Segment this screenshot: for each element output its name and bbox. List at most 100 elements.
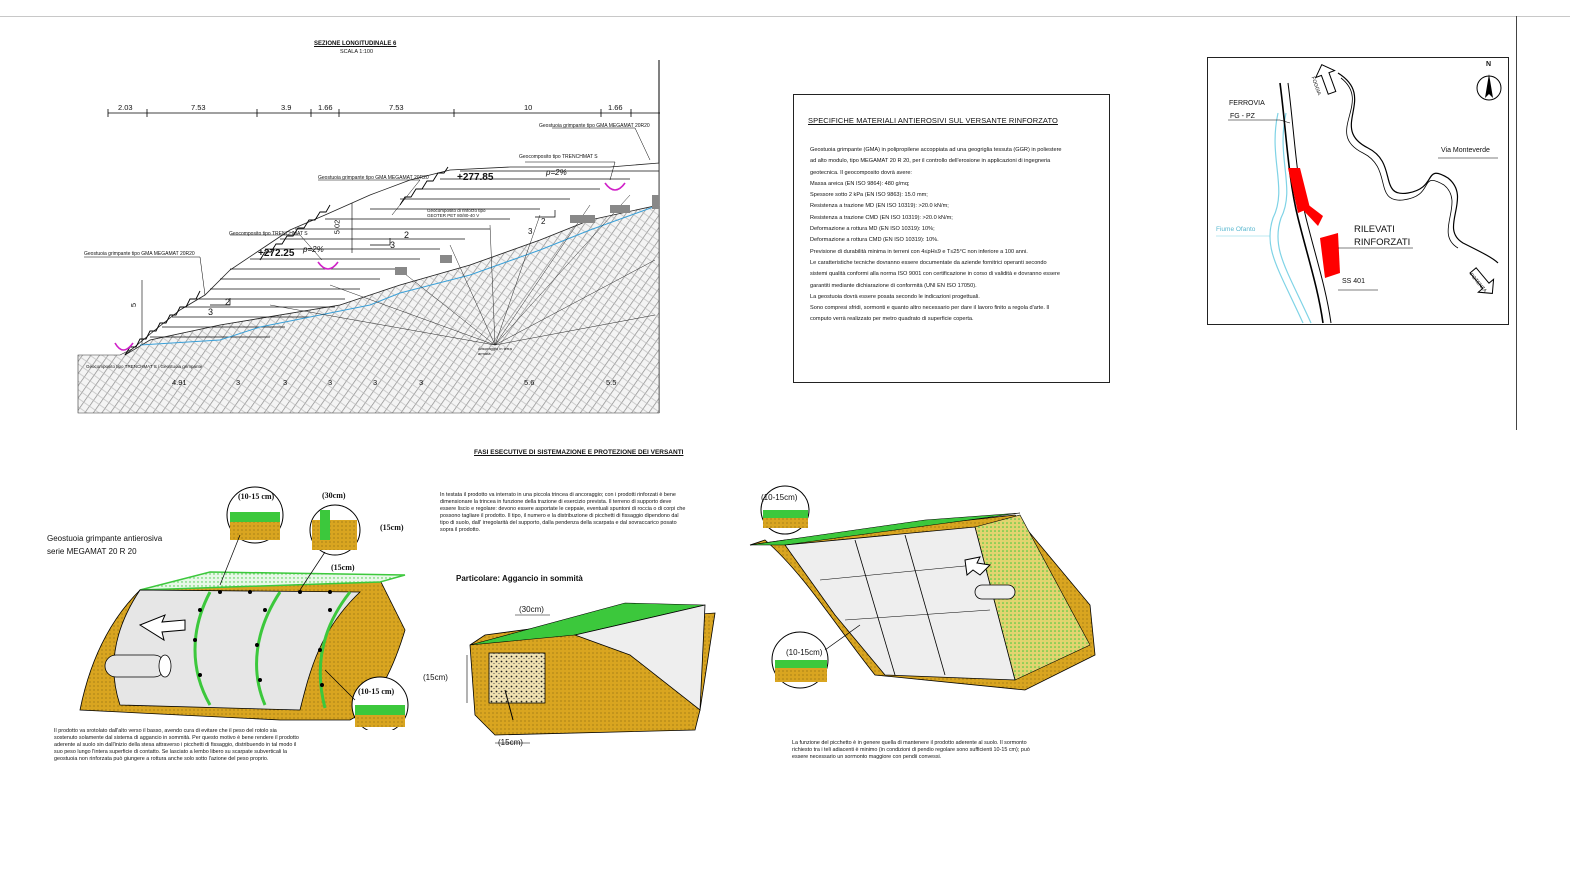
ratio-label: 3	[390, 240, 396, 250]
spec-line: ad alto modulo, tipo MEGAMAT 20 R 20, pe…	[810, 158, 1051, 165]
fig1-dim-2: (30cm)	[322, 491, 346, 500]
figure-overlap	[749, 485, 1096, 691]
top-dim-5: 7.53	[389, 103, 404, 112]
caption-line: geostuoia non rinforzata può giungere a …	[54, 756, 269, 763]
top-dim-1: 2.03	[118, 103, 133, 112]
location-map: FERROVIA FG - PZ FOGGIA Via Monteverde F…	[1207, 57, 1509, 325]
ratio-label: 2	[225, 297, 231, 307]
caption-line: essere necessario un sormonto maggiore c…	[792, 754, 942, 761]
callout-trenchmat-mid: Geocomposito tipo TRENCHMAT S	[229, 231, 308, 237]
spec-text: Geostuoia grimpante (GMA) in polipropile…	[810, 145, 1100, 326]
map-label-via: Via Monteverde	[1441, 147, 1490, 154]
callout-gma-top: Geostuoia grimpante tipo GMA MEGAMAT 20R…	[539, 123, 650, 129]
callout-trenchmat-top: Geocomposito tipo TRENCHMAT S	[519, 154, 598, 160]
ratio-label: 3	[208, 307, 214, 317]
text-line: dimensionare la trincea in funzione dell…	[440, 499, 672, 506]
top-dim-4: 1.66	[318, 103, 333, 112]
spec-line: La geostuoia dovrà essere posata secondo…	[810, 293, 980, 300]
fig1-caption: Il prodotto va srotolato dall'alto verso…	[54, 728, 354, 763]
section-title: SEZIONE LONGITUDINALE 6	[314, 41, 397, 47]
slope-label-top: p=2%	[546, 168, 567, 177]
text-line: sopra il prodotto.	[440, 527, 481, 534]
callout-drain: Geocomposito di rinforzo tipo GEOTER PET…	[427, 208, 486, 218]
bottom-dim-2: 3	[236, 378, 241, 387]
figure-unrolling	[79, 486, 409, 730]
height-label: 5	[129, 302, 139, 308]
fig2-dim-2: (15cm)	[423, 673, 448, 682]
spec-title: SPECIFICHE MATERIALI ANTIEROSIVI SUL VER…	[808, 116, 1058, 125]
map-label-ferrovia: FERROVIA	[1229, 100, 1265, 107]
bottom-dim-1: 4.91	[172, 378, 187, 387]
top-dim-7: 1.66	[608, 103, 623, 112]
callout-gma-mid: Geostuoia grimpante tipo GMA MEGAMAT 20R…	[318, 175, 429, 181]
spec-line: Previsione di durabilità minima in terre…	[810, 248, 1028, 255]
fig1-dim-5: (10-15 cm)	[358, 687, 395, 696]
callout-anchor: Ancoraggio in terra armata	[478, 346, 512, 356]
section-scale: SCALA 1:100	[340, 49, 374, 55]
spec-line: Resistenza a trazione CMD (EN ISO 10319)…	[810, 214, 953, 221]
ratio-label: 2	[541, 217, 546, 226]
north-label: N	[1486, 61, 1492, 68]
map-label-fiume: Fiume Ofanto	[1216, 226, 1256, 233]
elevation-mid: +272.25	[258, 248, 295, 259]
fig1-dim-4: (15cm)	[331, 563, 355, 572]
fig1-label-1: Geostuoia grimpante antierosiva	[47, 534, 163, 543]
caption-line: Il prodotto va srotolato dall'alto verso…	[54, 728, 277, 734]
spec-line: geotecnica. Il geocomposito dovrà avere:	[810, 169, 912, 176]
elevation-top: +277.85	[457, 172, 494, 183]
callout-base: Geocomposito tipo TRENCHMAT S / Geostuoi…	[86, 364, 203, 369]
bottom-dim-6: 3	[419, 378, 424, 387]
bottom-dim-3: 3	[283, 378, 288, 387]
spec-line: computo verrà realizzato per metro quadr…	[810, 316, 974, 323]
spec-line: Le caratteristiche tecniche dovranno ess…	[810, 259, 1047, 266]
fig2-dim-1: (30cm)	[519, 605, 544, 614]
caption-line: sostenuto solamente dal sistema di aggan…	[54, 735, 299, 742]
ratio-label: 3	[528, 227, 533, 236]
map-drawing	[1216, 63, 1502, 324]
figure-anchor-detail	[466, 602, 716, 744]
text-line: tipo di suolo, dall' irregolarità del su…	[440, 520, 677, 527]
phases-title: FASI ESECUTIVE DI SISTEMAZIONE E PROTEZI…	[474, 449, 684, 456]
map-label-ss: SS 401	[1342, 278, 1365, 285]
spec-line: Massa areica (EN ISO 9864): 480 g/mq;	[810, 180, 910, 187]
spec-line: Sono compresi sfridi, sormonti e quanto …	[810, 305, 1050, 312]
specification-panel: SPECIFICHE MATERIALI ANTIEROSIVI SUL VER…	[793, 94, 1110, 383]
spec-line: Geostuoia grimpante (GMA) in polipropile…	[810, 147, 1062, 153]
spec-line: Resistenza a trazione MD (EN ISO 10319):…	[810, 203, 949, 210]
fig3-dim-1: (10-15cm)	[761, 493, 798, 502]
map-label-rilevati: RILEVATI	[1354, 224, 1395, 235]
caption-line: richiesto tra i teli adiacenti è minimo …	[792, 747, 1030, 754]
fig1-dim-3: (15cm)	[380, 523, 404, 532]
map-label-fg-pz: FG - PZ	[1230, 113, 1255, 120]
map-label-rinforzati: RINFORZATI	[1354, 237, 1411, 248]
fig1-dim-1: (10-15 cm)	[238, 492, 275, 501]
spec-line: Spessore sotto 2 kPa (EN ISO 9863): 15.0…	[810, 192, 928, 199]
bottom-dim-5: 3	[373, 378, 378, 387]
text-line: essere liscio e regolare: devono essere …	[440, 506, 686, 513]
spec-line: garantiti mediante dichiarazione di conf…	[810, 282, 977, 289]
fig2-dim-3: (15cm)	[498, 738, 523, 747]
sheet-border	[1516, 16, 1517, 430]
text-line: possono tagliare il prodotto. Il tipo, i…	[440, 513, 679, 520]
fig3-caption: La funzione del picchetto è in genere qu…	[792, 740, 1092, 761]
caption-line: suo peso lungo l'intera superficie di co…	[54, 749, 287, 756]
top-dim-2: 7.53	[191, 103, 206, 112]
ratio-label: 2	[404, 230, 410, 240]
bottom-dim-8: 5.5	[606, 378, 617, 387]
bottom-dim-7: 5.6	[524, 378, 535, 387]
top-dim-6: 10	[524, 103, 533, 112]
fig2-subtitle: Particolare: Aggancio in sommità	[456, 574, 583, 583]
callout-gma-low: Geostuoia grimpante tipo GMA MEGAMAT 20R…	[84, 251, 195, 257]
caption-line: La funzione del picchetto è in genere qu…	[792, 740, 1027, 746]
spec-line: sistemi qualità conformi alla norma ISO …	[810, 271, 1060, 278]
spec-line: Deformazione a rottura MD (EN ISO 10319)…	[810, 226, 935, 233]
text-line: In testata il prodotto va interrato in u…	[440, 492, 676, 498]
fig2-text: In testata il prodotto va interrato in u…	[440, 492, 740, 535]
top-rule	[0, 16, 1570, 17]
slope-label-mid: p=2%	[303, 245, 324, 254]
top-dim-3: 3.9	[281, 103, 292, 112]
fig3-dim-2: (10-15cm)	[786, 648, 823, 657]
spec-line: Deformazione a rottura CMD (EN ISO 10319…	[810, 237, 939, 244]
bottom-dim-4: 3	[328, 378, 333, 387]
caption-line: aderente al suolo sin dall'inizio della …	[54, 742, 297, 749]
